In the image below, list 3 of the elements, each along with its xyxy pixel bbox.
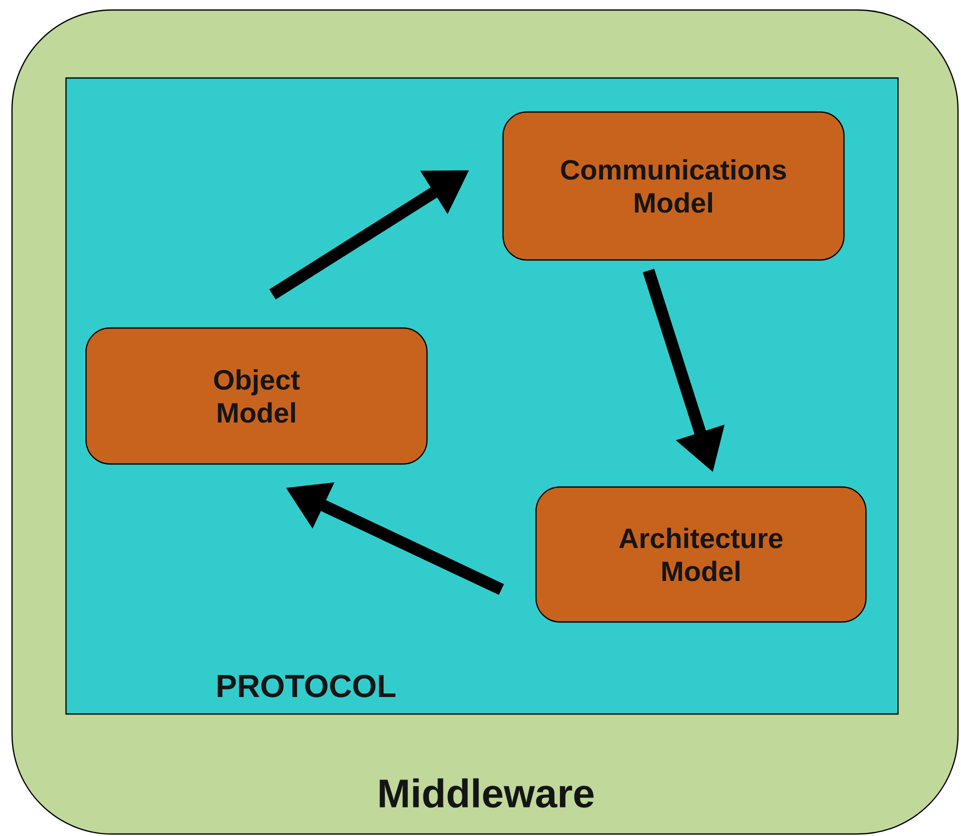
model-box: Communications Model: [502, 111, 845, 261]
model-box: Object Model: [85, 327, 428, 465]
model-box: Architecture Model: [535, 486, 867, 623]
